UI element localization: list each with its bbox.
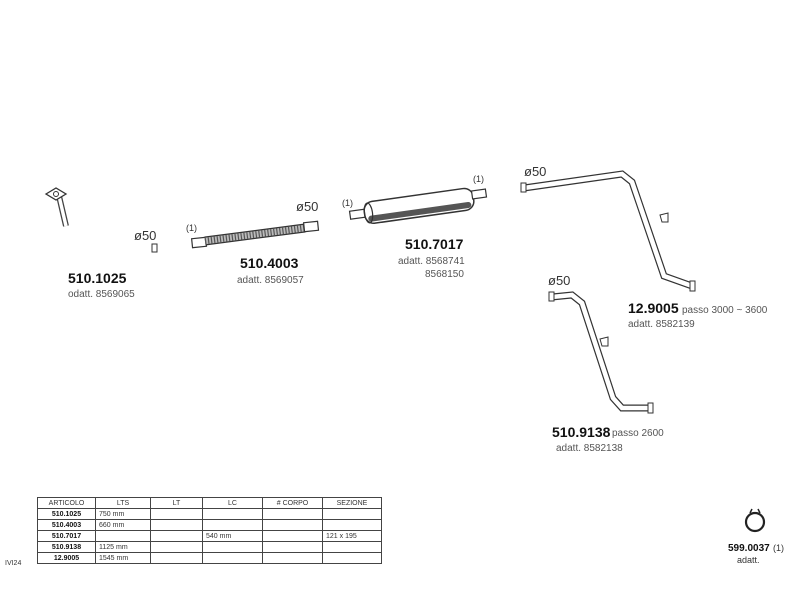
col-lts: LTS [95,497,151,509]
cell [262,519,323,531]
note-right-label: (1) [473,174,484,184]
part-code: 599.0037 [728,543,770,554]
cell [95,530,151,542]
part-510-4003: (1) ø50 510.4003 adatt. 8569057 [186,199,320,286]
cell: 1125 mm [95,541,151,553]
part-code: 510.4003 [240,255,299,271]
cell [262,541,323,553]
part-ref: adatt. [737,555,760,565]
part-ref: adatt. 8569057 [237,275,304,286]
cell: 540 mm [202,530,263,542]
note-label: (1) [773,543,784,553]
cell: 510.9138 [37,541,96,553]
part-code: 510.7017 [405,236,464,252]
part-code: 510.1025 [68,270,127,286]
col-articolo: ARTICOLO [37,497,96,509]
col-lc: LC [202,497,263,509]
cell [202,519,263,531]
part-code: 12.9005 [628,300,679,316]
cell: 510.7017 [37,530,96,542]
passo-label: passo 2600 [612,428,664,439]
part-599-0037: 599.0037 (1) adatt. [728,508,784,565]
col-corpo: # CORPO [262,497,323,509]
cell: 510.4003 [37,519,96,531]
cell [322,552,382,564]
col-sezione: SEZIONE [322,497,382,509]
part-ref: odatt. 8569065 [68,289,135,300]
cell [262,508,323,520]
cell [150,508,203,520]
cell [150,519,203,531]
cell: 660 mm [95,519,151,531]
cell [202,508,263,520]
part-510-9138: ø50 510.9138 passo 2600 adatt. 8582138 [548,273,664,454]
table-row: 510.7017 540 mm 121 x 195 [37,530,382,542]
cell: 12.9005 [37,552,96,564]
cell: 1545 mm [95,552,151,564]
cell [150,552,203,564]
table-row: 510.4003 660 mm [37,519,382,531]
part-510-7017: (1) (1) 510.7017 adatt. 8568741 8568150 [342,174,488,280]
cell: 750 mm [95,508,151,520]
note-label: (1) [186,223,197,233]
table-row: 12.9005 1545 mm [37,552,382,564]
document-code: IVI24 [5,560,22,567]
note-left-label: (1) [342,198,353,208]
cell [322,519,382,531]
part-code: 510.9138 [552,424,611,440]
flange-icon [44,187,68,201]
cell [262,530,323,542]
part-ref-2: 8568150 [425,269,464,280]
cell: 121 x 195 [322,530,382,542]
part-ref: adatt. 8582138 [556,443,623,454]
part-12-9005: ø50 12.9005 passo 3000 ~ 3600 adatt. 858… [520,164,768,330]
cell: 510.1025 [37,508,96,520]
diameter-label: ø50 [296,199,318,214]
table-row: 510.9138 1125 mm [37,541,382,553]
spec-table: ARTICOLO LTS LT LC # CORPO SEZIONE 510.1… [37,497,382,564]
diameter-label: ø50 [524,164,546,179]
cell [202,552,263,564]
cell [322,508,382,520]
part-ref: adatt. 8582139 [628,319,695,330]
part-510-1025: ø50 510.1025 odatt. 8569065 [44,187,158,300]
diameter-label: ø50 [548,273,570,288]
cell [150,541,203,553]
cell [322,541,382,553]
cell [262,552,323,564]
col-lt: LT [150,497,203,509]
passo-label: passo 3000 ~ 3600 [682,305,768,316]
table-row: 510.1025 750 mm [37,508,382,520]
table-header-row: ARTICOLO LTS LT LC # CORPO SEZIONE [37,497,382,509]
part-ref: adatt. 8568741 [398,256,465,267]
clamp-ring-icon [744,511,766,533]
cell [202,541,263,553]
diameter-label: ø50 [134,228,156,243]
cell [150,530,203,542]
